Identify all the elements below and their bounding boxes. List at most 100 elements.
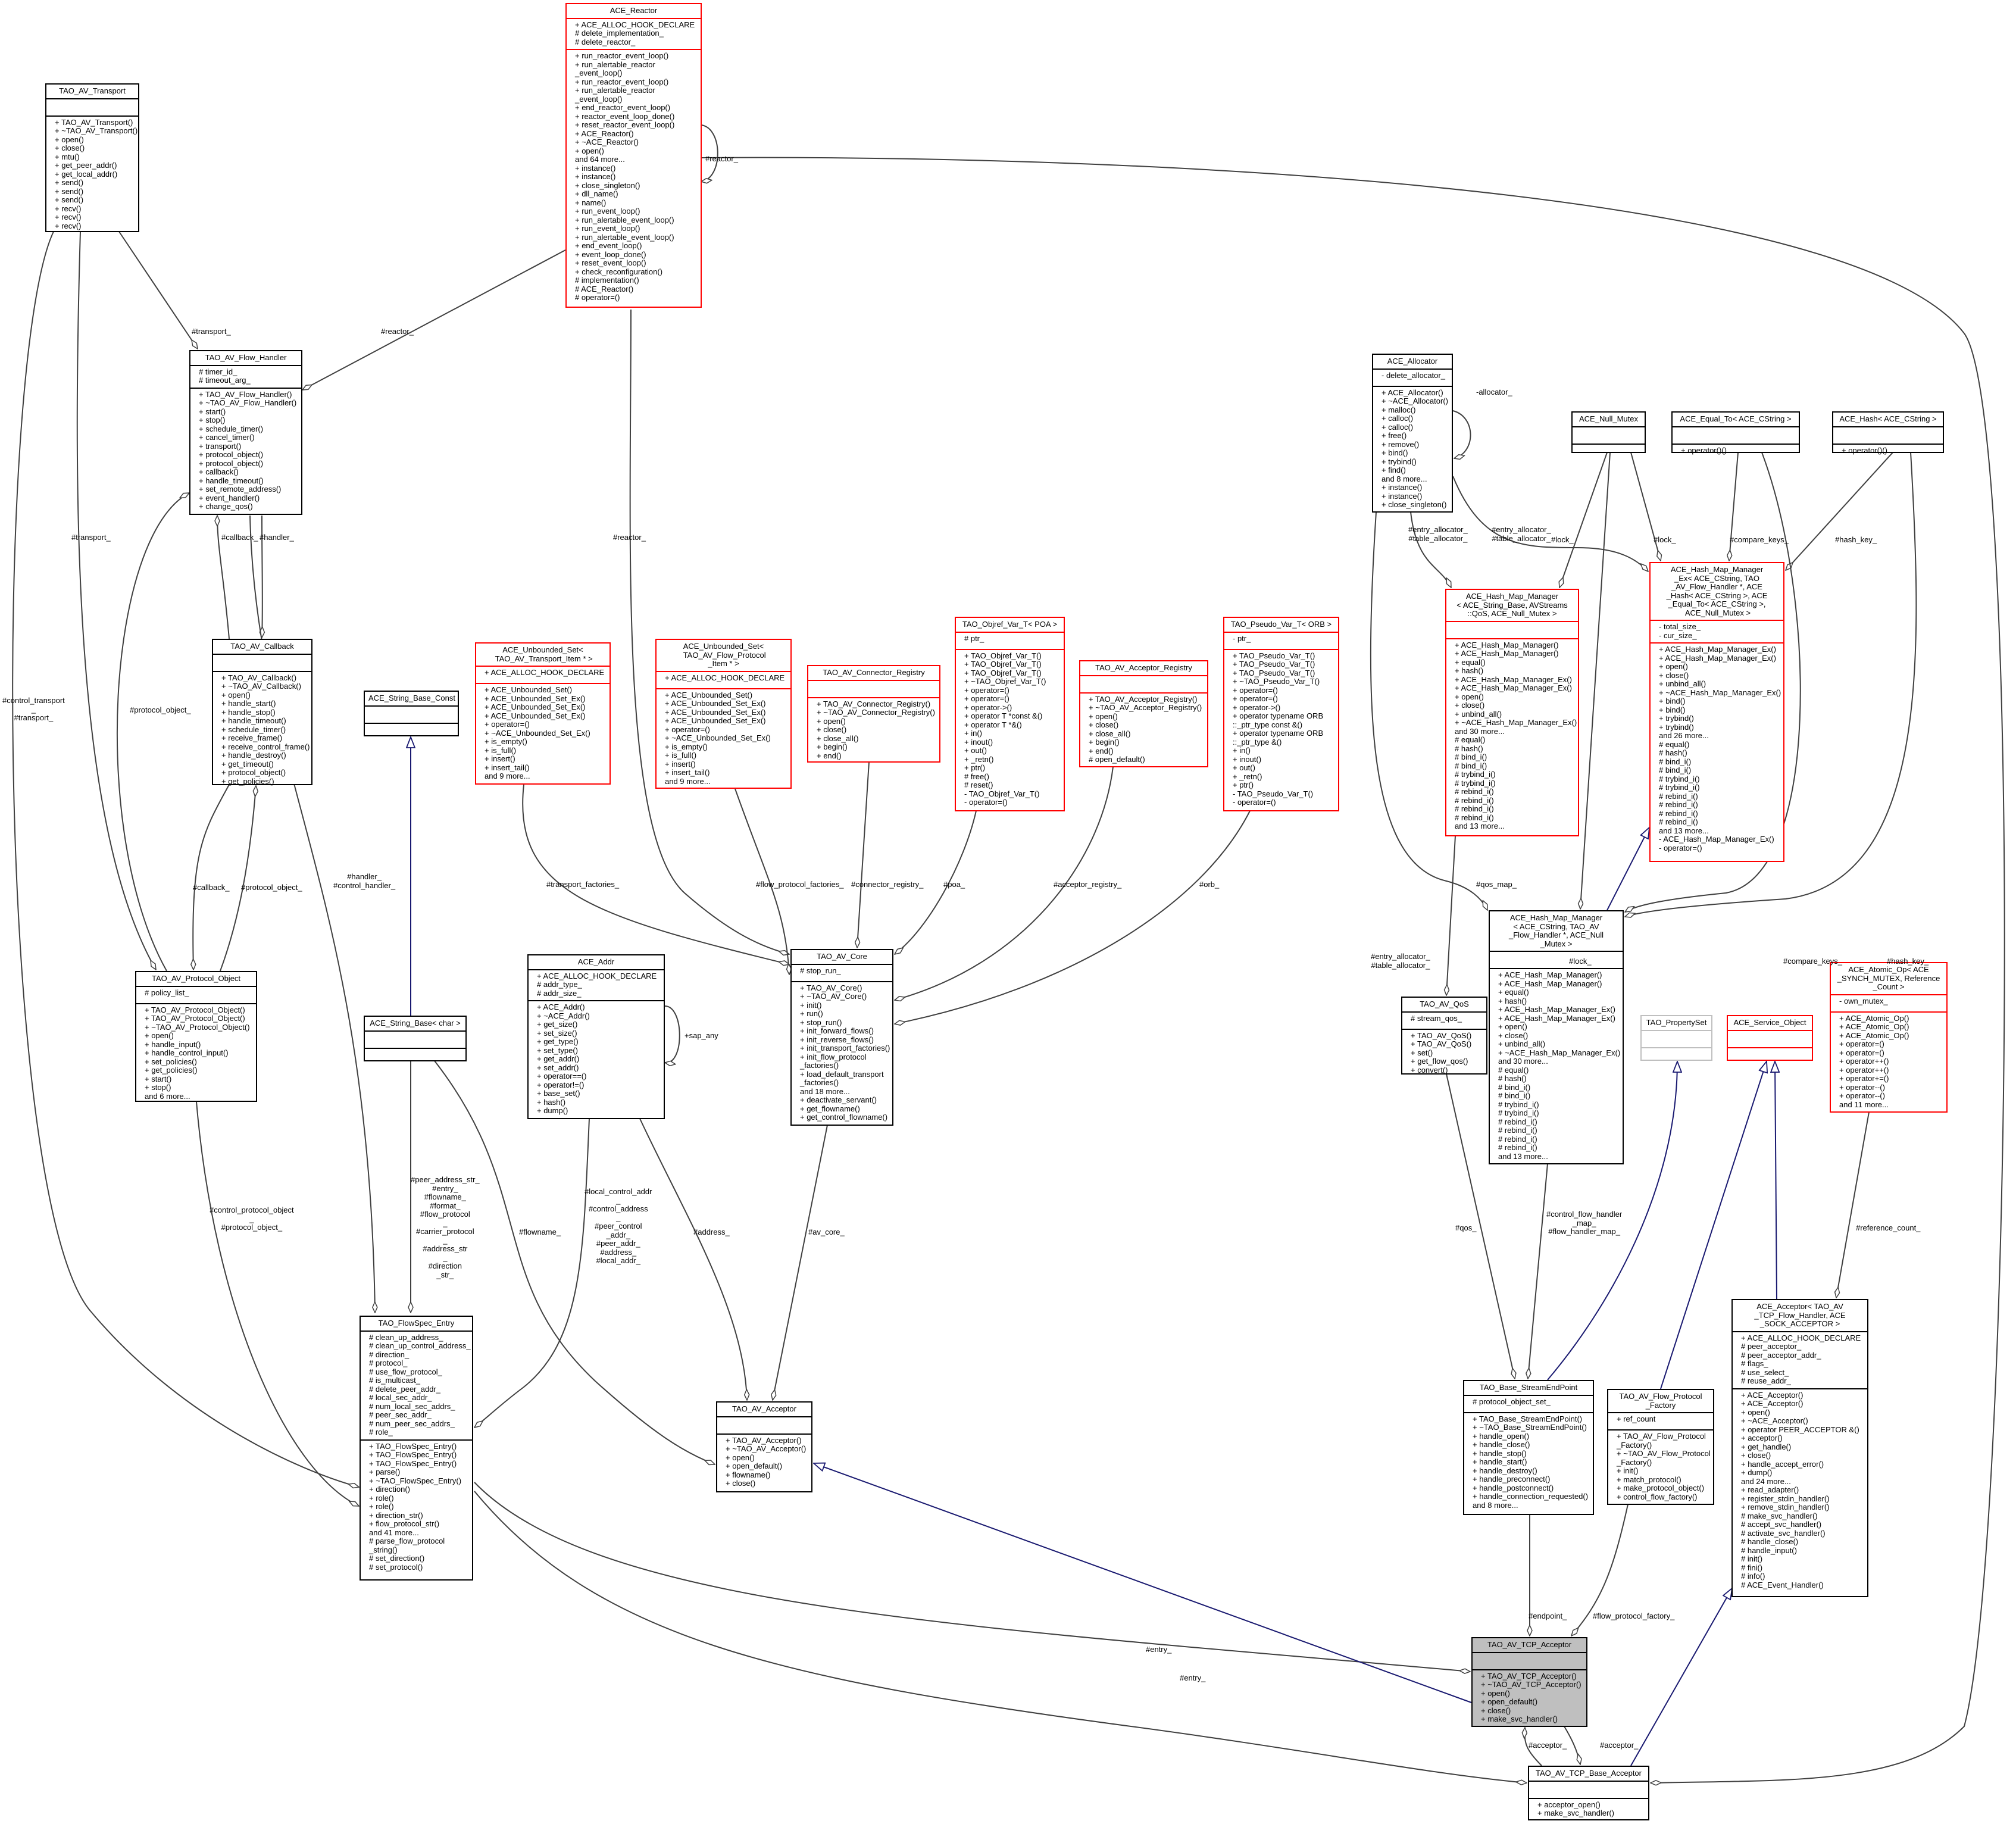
method-item[interactable]: + run_event_loop() — [575, 224, 640, 233]
method-item[interactable]: + handle_input() — [145, 1039, 201, 1049]
attribute-item[interactable]: + ACE_ALLOC_HOOK_DECLARE — [537, 971, 657, 980]
method-item[interactable]: + unbind_all() — [1498, 1039, 1546, 1048]
attribute-item[interactable]: # protocol_ — [369, 1358, 408, 1367]
method-item[interactable]: + run_alertable_reactor — [575, 60, 655, 69]
method-item[interactable]: - ACE_Hash_Map_Manager_Ex() — [1659, 835, 1774, 844]
method-item[interactable]: _factories() — [800, 1078, 839, 1087]
class-title[interactable]: TAO_Base_StreamEndPoint — [1479, 1383, 1578, 1392]
method-item[interactable]: + close_all() — [817, 733, 859, 743]
method-item[interactable]: + is_empty() — [665, 742, 708, 751]
method-item[interactable]: + get_timeout() — [221, 759, 274, 769]
method-item[interactable]: # trybind_i() — [1498, 1100, 1539, 1109]
method-item[interactable]: + flow_protocol_str() — [369, 1519, 440, 1528]
method-item[interactable]: + ACE_Hash_Map_Manager() — [1498, 970, 1602, 979]
method-item[interactable]: _Factory() — [1617, 1457, 1652, 1467]
method-item[interactable]: + end_reactor_event_loop() — [575, 103, 671, 112]
method-item[interactable]: + operator=() — [964, 694, 1009, 703]
method-item[interactable]: # trybind_i() — [1455, 770, 1496, 779]
method-item[interactable]: + init_transport_factories() — [800, 1044, 890, 1052]
method-item[interactable]: + run_alertable_event_loop() — [575, 215, 674, 224]
method-item[interactable]: + free() — [1381, 431, 1407, 440]
method-item[interactable]: + event_loop_done() — [575, 249, 646, 259]
method-item[interactable]: + init() — [1617, 1466, 1639, 1475]
attribute-item[interactable]: + ACE_ALLOC_HOOK_DECLARE — [1741, 1333, 1861, 1342]
method-item[interactable]: + register_stdin_handler() — [1741, 1494, 1830, 1503]
method-item[interactable]: + operator typename ORB — [1233, 711, 1324, 720]
attribute-item[interactable]: + ACE_ALLOC_HOOK_DECLARE — [485, 668, 605, 677]
method-item[interactable]: and 9 more... — [485, 772, 530, 780]
method-item[interactable]: + open() — [55, 135, 84, 144]
method-item[interactable]: + ~TAO_AV_Callback() — [221, 682, 301, 691]
method-item[interactable]: + handle_open() — [1473, 1431, 1530, 1441]
method-item[interactable]: + get_local_addr() — [55, 169, 118, 179]
method-item[interactable]: + inout() — [1233, 754, 1262, 764]
method-item[interactable]: + handle_stop() — [1473, 1448, 1527, 1458]
method-item[interactable]: # rebind_i() — [1659, 808, 1698, 818]
method-item[interactable]: + TAO_AV_Acceptor_Registry() — [1089, 694, 1198, 704]
method-item[interactable]: + operator++() — [1839, 1065, 1889, 1075]
method-item[interactable]: # rebind_i() — [1659, 800, 1698, 809]
class-title[interactable]: TAO_Pseudo_Var_T< ORB > — [1230, 620, 1332, 629]
attribute-item[interactable]: # is_multicast_ — [369, 1376, 420, 1385]
method-item[interactable]: + recv() — [55, 213, 82, 221]
class-title[interactable]: TAO_AV_TCP_Base_Acceptor — [1536, 1769, 1642, 1778]
method-item[interactable]: # reset() — [964, 780, 993, 789]
class-title[interactable]: TAO_AV_Acceptor — [732, 1404, 796, 1413]
method-item[interactable]: # rebind_i() — [1455, 813, 1494, 822]
class-title[interactable]: ACE_Hash_Map_Manager < ACE_String_Base, … — [1456, 592, 1568, 618]
method-item[interactable]: and 30 more... — [1498, 1057, 1548, 1066]
class-box-tcp-base-acceptor[interactable]: TAO_AV_TCP_Base_Acceptor+ acceptor_open(… — [1528, 1766, 1649, 1820]
method-item[interactable]: + open() — [1455, 692, 1484, 701]
method-item[interactable]: + calloc() — [1381, 414, 1414, 423]
method-item[interactable]: # activate_svc_handler() — [1741, 1528, 1826, 1538]
class-title[interactable]: TAO_PropertySet — [1646, 1018, 1707, 1027]
method-item[interactable]: + ACE_Unbounded_Set_Ex() — [665, 716, 766, 725]
method-item[interactable]: ::_ptr_type &() — [1233, 737, 1282, 747]
class-title[interactable]: TAO_AV_QoS — [1420, 1000, 1469, 1008]
method-item[interactable]: + set_size() — [537, 1028, 577, 1038]
method-item[interactable]: + run_reactor_event_loop() — [575, 51, 669, 60]
attribute-item[interactable]: # num_local_sec_addrs_ — [369, 1401, 455, 1411]
method-item[interactable]: + is_full() — [485, 745, 517, 755]
class-box-core[interactable]: TAO_AV_Core# stop_run_+ TAO_AV_Core()+ ~… — [790, 949, 893, 1126]
method-item[interactable]: + instance() — [1381, 483, 1423, 492]
method-item[interactable]: + TAO_FlowSpec_Entry() — [369, 1441, 457, 1451]
method-item[interactable]: + ACE_Unbounded_Set_Ex() — [665, 699, 766, 708]
method-item[interactable]: + insert() — [665, 759, 696, 769]
attribute-item[interactable]: # ptr_ — [964, 633, 984, 643]
method-item[interactable]: + ACE_Reactor() — [575, 129, 634, 138]
method-item[interactable]: + operator PEER_ACCEPTOR &() — [1741, 1425, 1859, 1434]
method-item[interactable]: and 8 more... — [1381, 474, 1427, 483]
class-title[interactable]: ACE_Hash_Map_Manager < ACE_CString, TAO_… — [1509, 913, 1604, 948]
method-item[interactable]: + operator=() — [1839, 1039, 1884, 1048]
method-item[interactable]: + init_flow_protocol — [800, 1052, 867, 1061]
method-item[interactable]: + convert() — [1411, 1065, 1448, 1075]
method-item[interactable]: # free() — [964, 772, 989, 781]
method-item[interactable]: # rebind_i() — [1659, 817, 1698, 826]
method-item[interactable]: + get_handle() — [1741, 1442, 1792, 1451]
method-item[interactable]: + TAO_FlowSpec_Entry() — [369, 1450, 457, 1459]
class-box-pseudo[interactable]: TAO_Pseudo_Var_T< ORB >- ptr_+ TAO_Pseud… — [1223, 617, 1339, 811]
method-item[interactable]: + hash() — [1455, 666, 1484, 675]
method-item[interactable]: + base_set() — [537, 1089, 580, 1098]
class-box-acceptor-registry[interactable]: TAO_AV_Acceptor_Registry+ TAO_AV_Accepto… — [1079, 660, 1208, 767]
method-item[interactable]: + parse() — [369, 1467, 401, 1476]
method-item[interactable]: + end() — [1089, 746, 1114, 755]
method-item[interactable]: + begin() — [817, 742, 848, 751]
method-item[interactable]: + close() — [817, 725, 847, 734]
method-item[interactable]: + in() — [1233, 746, 1251, 755]
method-item[interactable]: + instance() — [575, 172, 616, 181]
class-title[interactable]: TAO_AV_Connector_Registry — [823, 668, 925, 677]
method-item[interactable]: + close() — [1659, 670, 1689, 680]
method-item[interactable]: + make_protocol_object() — [1617, 1483, 1705, 1492]
method-item[interactable]: + TAO_Pseudo_Var_T() — [1233, 668, 1315, 677]
method-item[interactable]: + ~ACE_Hash_Map_Manager_Ex() — [1659, 688, 1781, 697]
method-item[interactable]: # bind_i() — [1455, 761, 1487, 770]
method-item[interactable]: + insert() — [485, 754, 515, 763]
method-item[interactable]: # handle_input() — [1741, 1545, 1797, 1555]
method-item[interactable]: + ~TAO_Base_StreamEndPoint() — [1473, 1423, 1587, 1432]
method-item[interactable]: + close() — [1089, 720, 1119, 729]
method-item[interactable]: + transport() — [199, 441, 242, 451]
method-item[interactable]: + dump() — [537, 1106, 568, 1115]
method-item[interactable]: # bind_i() — [1498, 1082, 1531, 1092]
